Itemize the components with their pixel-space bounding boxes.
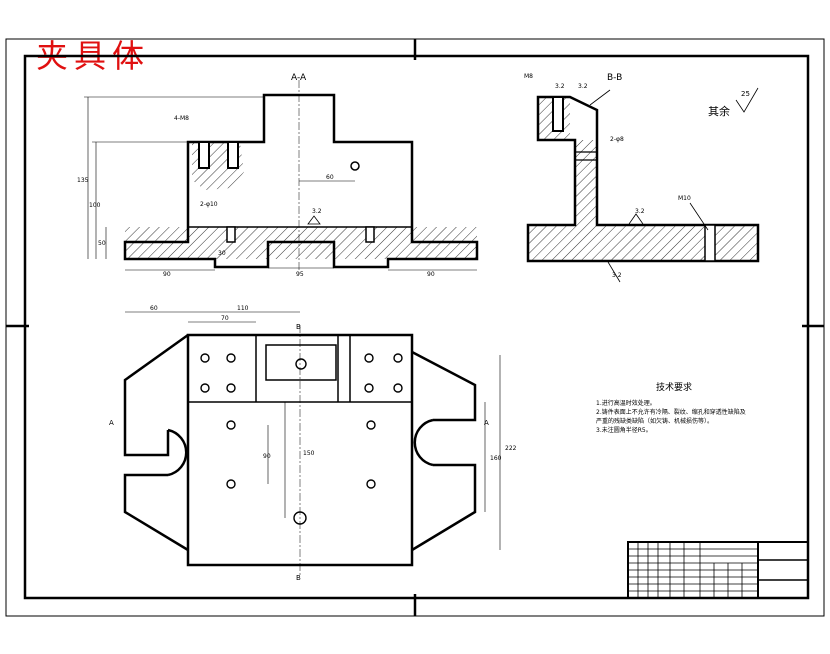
technical-requirements: 技术要求 1.进行高温时效处理。 2.铸件表面上不允许有冷隔、裂纹、缩孔和穿透性… xyxy=(596,381,746,434)
b-outline xyxy=(526,95,760,263)
inner-frame xyxy=(23,54,810,600)
plan-view: 60 110 70 160 222 150 90 A A B B xyxy=(109,305,517,582)
tech-line-4: 3.未注圆角半径R5。 xyxy=(596,426,652,434)
dim-a-bot-left: 90 xyxy=(163,271,171,278)
roughness-b-mid: 3.2 xyxy=(635,208,645,215)
note-b-thread: M8 xyxy=(524,73,533,80)
roughness-rest-label: 其余 xyxy=(708,104,730,118)
note-a-thread: 4-M8 xyxy=(174,115,189,122)
plan-holes xyxy=(200,353,403,525)
roughness-b-top-left: 3.2 xyxy=(555,83,565,90)
note-a-hole: 2-φ10 xyxy=(200,201,218,208)
dim-a-hole-h: 60 xyxy=(326,174,334,181)
marker-b-bottom: B xyxy=(296,574,301,582)
roughness-a-mid: 3.2 xyxy=(312,208,322,215)
title-block xyxy=(627,541,809,599)
marker-b-top: B xyxy=(296,323,301,331)
section-b-label: B-B xyxy=(607,73,622,83)
dim-mid-1: 150 xyxy=(303,450,315,457)
dim-a-bot-mid: 95 xyxy=(296,271,304,278)
dim-a-vert-1: 135 xyxy=(77,177,89,184)
roughness-rest-value: 25 xyxy=(741,90,750,98)
centering-marks xyxy=(6,39,824,616)
tech-line-1: 1.进行高温时效处理。 xyxy=(596,399,656,407)
note-b-hole: 2-φ8 xyxy=(610,136,624,143)
dim-top-1: 60 xyxy=(150,305,158,312)
outer-border xyxy=(5,38,825,617)
roughness-b-top-right: 3.2 xyxy=(578,83,588,90)
tech-heading: 技术要求 xyxy=(656,381,692,393)
dim-a-bot-right: 90 xyxy=(427,271,435,278)
note-b-right: M10 xyxy=(678,195,691,202)
dim-a-vert-2: 100 xyxy=(89,202,101,209)
roughness-symbol xyxy=(307,215,321,225)
tech-line-2: 2.铸件表面上不允许有冷隔、裂纹、缩孔和穿透性缺陷及 xyxy=(596,408,746,416)
dim-a-left-h: 30 xyxy=(218,250,226,257)
dim-top-3: 70 xyxy=(221,315,229,322)
section-a-view: A-A xyxy=(77,73,479,278)
dim-top-2: 110 xyxy=(237,305,249,312)
section-a-label: A-A xyxy=(291,73,307,83)
marker-a-left: A xyxy=(109,419,114,427)
dim-side-1: 160 xyxy=(490,455,502,462)
tech-line-3: 严重的残缺类缺陷（如欠铸、机械损伤等）。 xyxy=(596,417,713,425)
marker-a-right: A xyxy=(484,419,489,427)
dim-side-2: 222 xyxy=(505,445,517,452)
roughness-b-bottom: 3.2 xyxy=(612,272,622,279)
section-b-view: B-B M8 3.2 3.2 2-φ8 M10 3.2 3.2 其余 25 xyxy=(524,73,760,283)
dim-a-vert-3: 50 xyxy=(98,240,106,247)
dim-mid-2: 90 xyxy=(263,453,271,460)
